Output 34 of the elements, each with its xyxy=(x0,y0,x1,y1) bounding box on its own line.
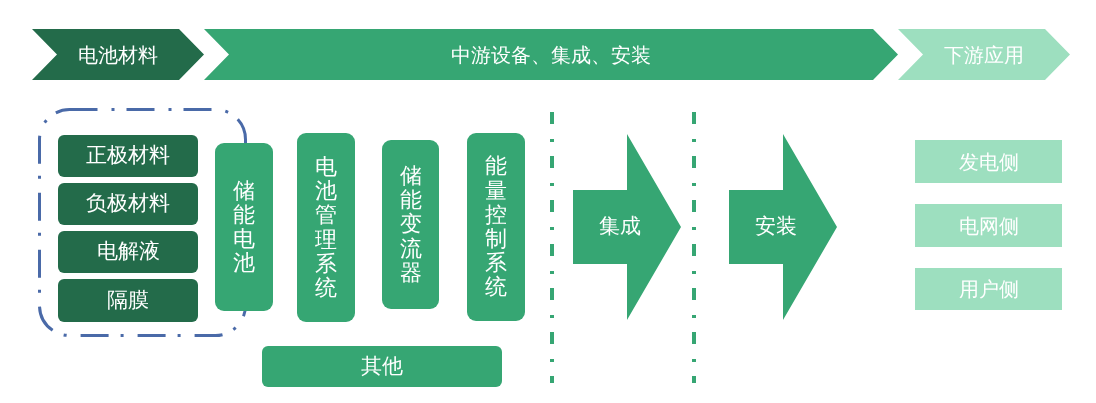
stage-banner xyxy=(32,29,204,80)
material-box xyxy=(58,231,198,273)
step-label: 安装 xyxy=(755,214,797,240)
stage-title: 下游应用 xyxy=(944,42,1024,67)
stage-title: 电池材料 xyxy=(78,42,158,67)
component-label: 电池管理系统 xyxy=(315,154,337,301)
step-label: 集成 xyxy=(599,214,641,240)
material-label: 隔膜 xyxy=(107,287,149,314)
component-label: 能量控制系统 xyxy=(485,154,507,300)
component-box xyxy=(297,133,355,322)
application-box xyxy=(915,140,1062,183)
material-box xyxy=(58,279,198,322)
application-box xyxy=(915,204,1062,247)
material-label: 正极材料 xyxy=(86,143,170,169)
stage-title: 中游设备、集成、安装 xyxy=(451,42,651,67)
application-label: 用户侧 xyxy=(958,277,1019,301)
material-box xyxy=(58,135,198,177)
component-box xyxy=(467,133,525,321)
step-arrow xyxy=(729,134,837,320)
component-label: 储能电池 xyxy=(233,178,255,276)
material-label: 负极材料 xyxy=(86,191,170,217)
application-label: 电网侧 xyxy=(958,213,1019,238)
application-label: 发电侧 xyxy=(958,149,1019,174)
component-box xyxy=(262,346,502,387)
component-label: 储能变流器 xyxy=(399,164,422,285)
component-label: 其他 xyxy=(361,353,403,380)
stage-banner xyxy=(898,29,1070,80)
application-box xyxy=(915,268,1062,310)
material-box xyxy=(58,183,198,225)
stage-banner xyxy=(204,29,898,80)
component-box xyxy=(382,140,439,309)
component-box xyxy=(215,143,273,311)
material-label: 电解液 xyxy=(96,239,160,265)
step-arrow xyxy=(573,134,681,320)
